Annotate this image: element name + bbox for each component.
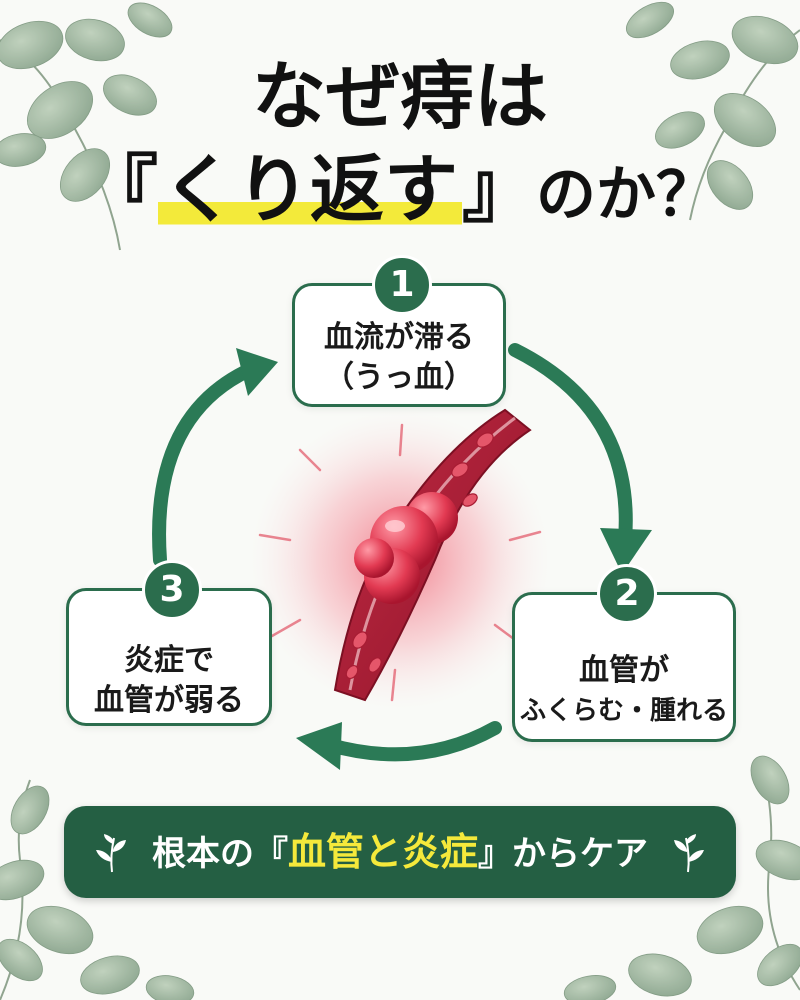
step-card-2: 2 血管が ふくらむ・腫れる xyxy=(512,564,736,742)
step-1-line-2: （うっ血） xyxy=(324,360,474,395)
leaf-sprig-icon-right xyxy=(674,834,704,873)
step-number-badge-2: 2 xyxy=(597,564,657,624)
title-line-2: 『くり返す』のか？ xyxy=(0,142,800,243)
title-highlight: くり返す xyxy=(158,147,462,233)
step-number-badge-1: 1 xyxy=(372,255,432,315)
swollen-blood-vessel-illustration xyxy=(250,408,550,710)
top-right-leaves xyxy=(626,1,800,221)
step-card-3: 3 炎症で 血管が弱る xyxy=(66,560,272,726)
step-card-1: 1 血流が滞る （うっ血） xyxy=(292,255,506,407)
banner-text: 根本の『血管と炎症』からケア xyxy=(64,806,736,898)
step-3-line-1: 炎症で xyxy=(124,643,214,678)
curved-arrow-icon-bottom xyxy=(296,721,502,770)
title-bracket-close: 』 xyxy=(462,147,536,233)
banner-text-pre: 根本の『 xyxy=(151,834,288,874)
title-line-1: なぜ痔は xyxy=(0,52,800,142)
curved-arrow-icon-right xyxy=(508,343,652,574)
step-2-line-1: 血管が xyxy=(579,653,669,688)
step-1-line-1: 血流が滞る xyxy=(324,320,474,355)
step-number-badge-3: 3 xyxy=(142,560,202,620)
top-left-leaves xyxy=(0,2,173,251)
title-tail: のか？ xyxy=(536,160,716,230)
step-2-line-2: ふくらむ・腫れる xyxy=(519,696,728,726)
bottom-right-leaves xyxy=(563,755,800,1000)
bottom-banner: 根本の『血管と炎症』からケア xyxy=(64,806,736,898)
leaf-sprig-icon-left xyxy=(96,834,126,873)
banner-text-post: 』からケア xyxy=(478,834,648,874)
banner-highlight: 血管と炎症 xyxy=(287,830,478,874)
bottom-left-leaves xyxy=(0,779,195,1000)
curved-arrow-icon-left xyxy=(152,348,278,567)
step-3-line-2: 血管が弱る xyxy=(94,683,244,718)
title-text-1: なぜ痔は xyxy=(252,54,548,140)
title-bracket-open: 『 xyxy=(84,147,158,233)
